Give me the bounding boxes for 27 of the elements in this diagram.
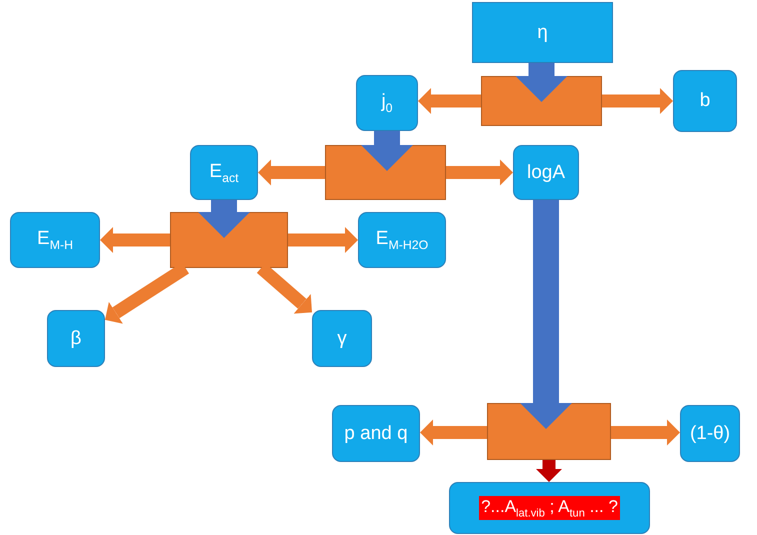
variable-box: γ <box>312 310 372 367</box>
block-arrow <box>420 420 487 446</box>
variable-box: E$_{M-H}$ <box>10 212 100 268</box>
block-arrow <box>258 160 325 186</box>
block-arrow <box>361 131 413 171</box>
block-arrow <box>602 88 673 114</box>
variable-box: p and q <box>332 405 420 462</box>
block-arrow <box>446 160 513 186</box>
splitter-block <box>487 403 611 460</box>
variable-box: η <box>472 2 613 63</box>
variable-box: E$_{M-H2O}$ <box>358 212 446 268</box>
block-arrow <box>611 420 680 446</box>
variable-box: b <box>673 70 737 132</box>
variable-box: (1-θ) <box>680 405 740 462</box>
block-arrow <box>198 200 250 238</box>
variable-box: j$_{0}$ <box>356 75 418 131</box>
variable-box: ?...A$_{lat.vib}$ ; A$_{tun}$ ... ? <box>449 482 650 534</box>
variable-box: E$_{act}$ <box>190 145 258 200</box>
variable-box: β <box>47 310 105 367</box>
block-arrow <box>288 227 358 253</box>
variable-box: logA <box>513 145 579 200</box>
block-arrow <box>536 460 562 482</box>
block-arrow <box>100 227 170 253</box>
block-arrow <box>520 200 572 429</box>
splitter-block <box>325 145 446 200</box>
block-arrow <box>516 63 568 102</box>
block-arrow <box>418 88 481 114</box>
